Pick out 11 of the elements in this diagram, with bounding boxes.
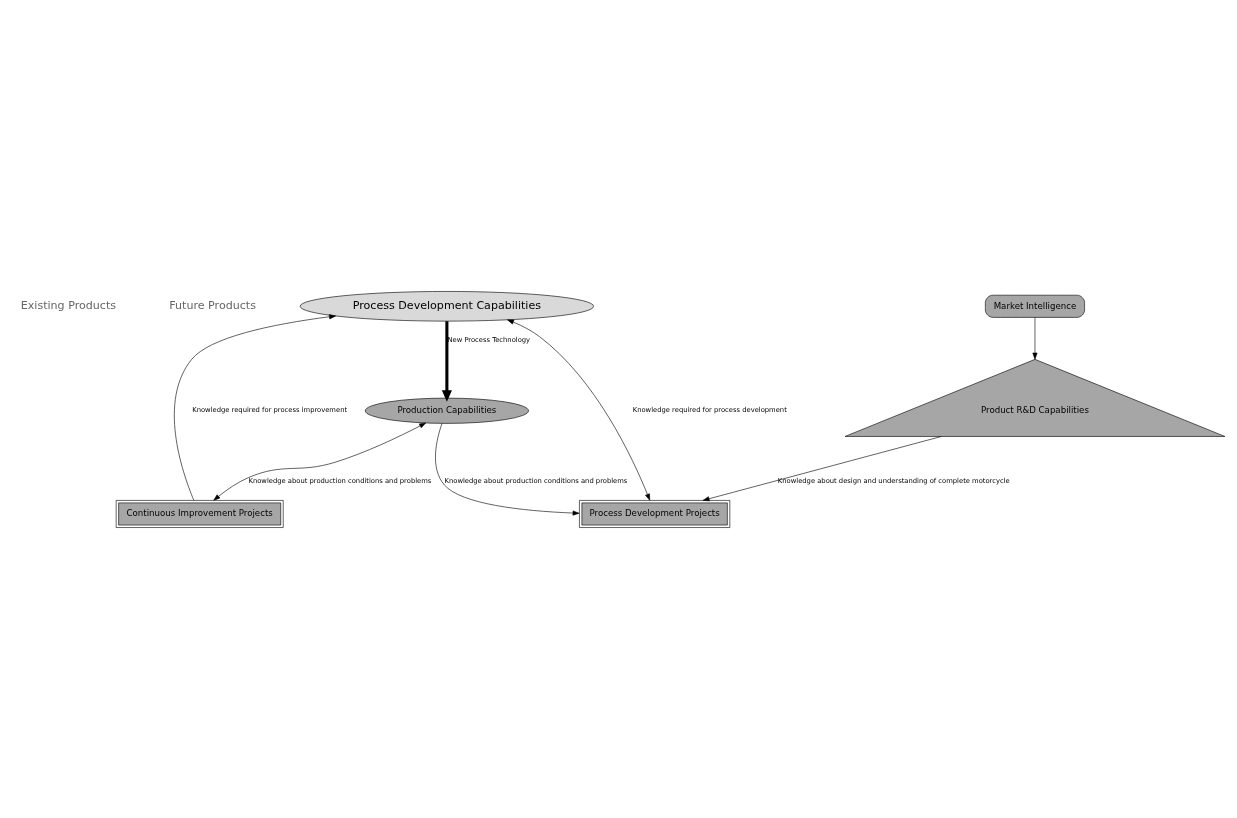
label: Future Products bbox=[169, 298, 256, 312]
arrow bbox=[435, 422, 580, 515]
arrow bbox=[213, 422, 426, 501]
arrow bbox=[1032, 316, 1038, 359]
arrow bbox=[702, 435, 942, 501]
node-box: Market Intelligence bbox=[985, 294, 1085, 318]
arrow bbox=[507, 319, 651, 501]
arrow bbox=[174, 313, 336, 500]
arrow bbox=[441, 320, 452, 402]
node-ellipse: Production Capabilities bbox=[364, 397, 529, 424]
label: Existing Products bbox=[20, 298, 117, 312]
